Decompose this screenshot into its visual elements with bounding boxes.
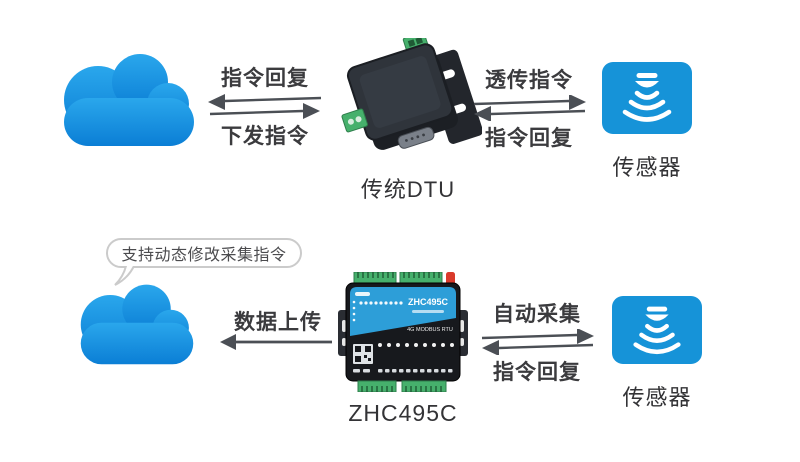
dtu-sensor-link: 透传指令 指令回复 xyxy=(470,64,588,152)
zhc495c-label: ZHC495C xyxy=(348,400,458,426)
link-up-label: 透传指令 xyxy=(485,69,573,92)
sensor-waves-glyph xyxy=(622,73,672,122)
device-panel-subtitle: 4G MODBUS RTU xyxy=(407,327,453,333)
link-up-label: 指令回复 xyxy=(221,67,309,90)
link-up-label: 自动采集 xyxy=(493,303,581,326)
cloud-dtu-link: 指令回复 下发指令 xyxy=(206,62,324,150)
callout-bubble: 支持动态修改采集指令 xyxy=(106,238,302,268)
sensor-label: 传感器 xyxy=(622,385,692,410)
link-down-label: 下发指令 xyxy=(221,125,309,148)
data-upload-label: 数据上传 xyxy=(234,311,322,334)
cloud-icon xyxy=(80,284,194,365)
sensor-waves-glyph xyxy=(633,306,681,355)
device-panel-title: ZHC495C xyxy=(408,297,449,307)
left-arrow-icon xyxy=(220,334,332,350)
zhc-sensor-link: 自动采集 指令回复 xyxy=(478,298,596,386)
dtu-label: 传统DTU xyxy=(360,177,456,202)
swap-arrows-icon xyxy=(208,94,322,119)
sensor-icon xyxy=(602,62,692,134)
callout-text: 支持动态修改采集指令 xyxy=(121,247,287,264)
sensor-label: 传感器 xyxy=(612,155,682,180)
callout-tail xyxy=(114,266,135,286)
sensor-icon xyxy=(612,296,702,364)
zhc495c-device-image: ZHC495C 4G MODBUS RTU xyxy=(338,272,468,392)
swap-arrows-icon xyxy=(481,329,594,355)
link-down-label: 指令回复 xyxy=(485,127,573,150)
dtu-device-image xyxy=(341,38,482,150)
link-down-label: 指令回复 xyxy=(493,361,581,384)
cloud-icon xyxy=(64,54,194,146)
swap-arrows-icon xyxy=(473,95,586,121)
